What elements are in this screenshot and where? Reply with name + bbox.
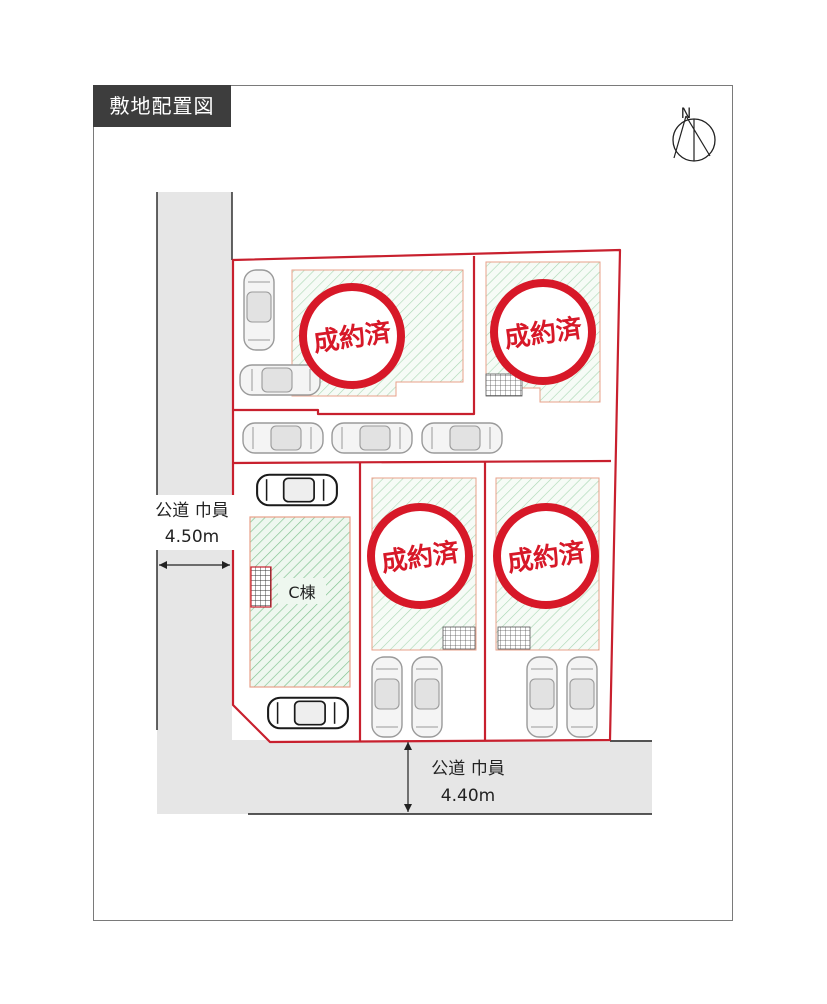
map-frame <box>93 85 733 921</box>
lot-d-sold-stamp: 成約済 <box>367 503 473 609</box>
car-lot-a-horizontal <box>239 364 321 396</box>
page-title: 敷地配置図 <box>93 85 231 127</box>
lot-e-sold-stamp: 成約済 <box>493 503 599 609</box>
south-road-width: 4.40m <box>441 786 495 806</box>
lot-c-building-label: C棟 <box>288 583 315 602</box>
west-dim-arrow-right <box>222 561 230 569</box>
car-shared-3 <box>421 422 503 454</box>
lot-e-stair <box>497 626 531 650</box>
south-road-label: 公道 巾員 <box>431 759 504 779</box>
car-lot-d-1 <box>371 656 403 738</box>
car-lot-c-top <box>256 473 338 507</box>
car-lot-e-1 <box>526 656 558 738</box>
car-lot-c-bottom <box>267 696 349 730</box>
lot-c-stair <box>250 566 272 608</box>
car-shared-1 <box>242 422 324 454</box>
lot-b-stair <box>485 373 523 397</box>
north-compass-icon: N <box>672 106 716 162</box>
west-road-width: 4.50m <box>165 527 219 547</box>
car-shared-2 <box>331 422 413 454</box>
compass-north-label: N <box>681 106 691 122</box>
car-lot-e-2 <box>566 656 598 738</box>
south-dim-arrow-bottom <box>404 804 412 812</box>
lot-a-sold-stamp: 成約済 <box>299 283 405 389</box>
west-road-label: 公道 巾員 <box>155 501 228 521</box>
lot-c-label-bg <box>278 578 326 604</box>
car-lot-d-2 <box>411 656 443 738</box>
west-dim-arrow-left <box>159 561 167 569</box>
south-dim-arrow-top <box>404 742 412 750</box>
lot-b-sold-stamp: 成約済 <box>490 279 596 385</box>
lot-d-stair <box>442 626 476 650</box>
lot-boundaries <box>231 248 622 744</box>
car-lot-a-vertical <box>243 269 275 351</box>
west-road-label-bg <box>140 495 244 550</box>
south-road <box>157 740 652 814</box>
